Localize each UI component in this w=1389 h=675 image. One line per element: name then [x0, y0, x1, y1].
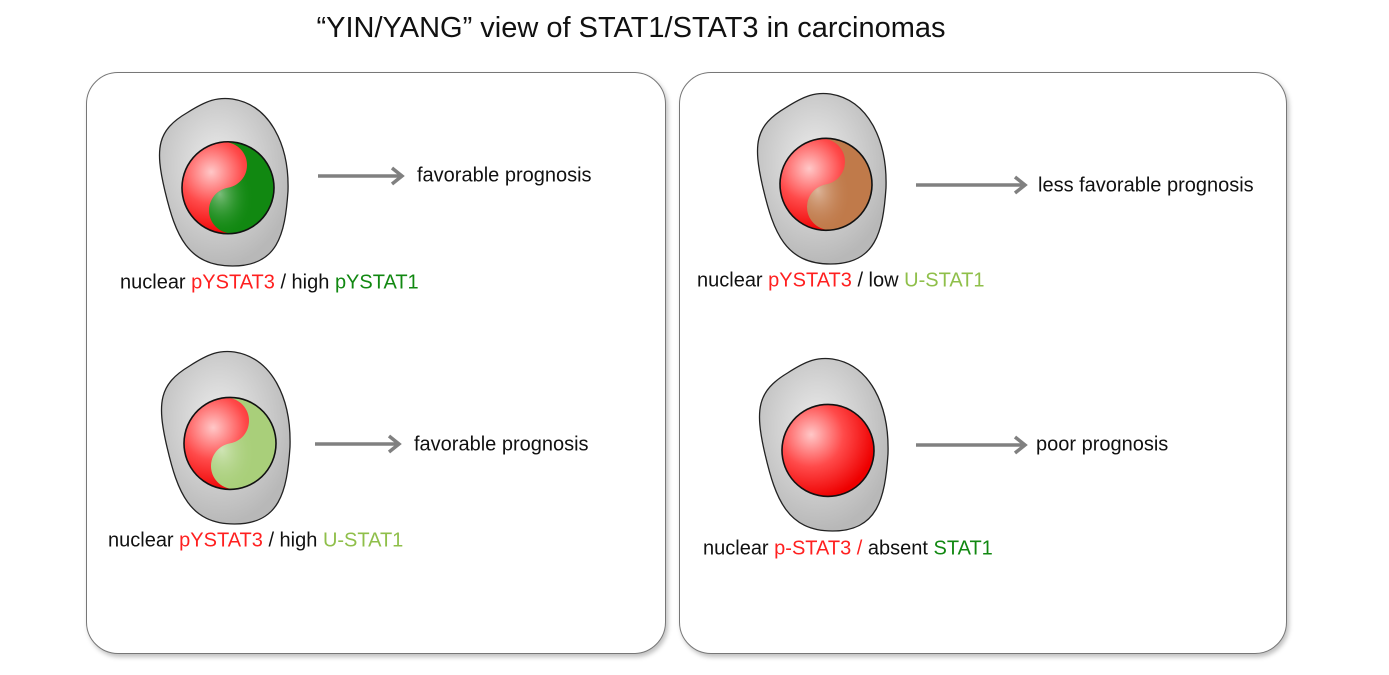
- arrow-head-icon: [390, 166, 405, 186]
- nucleus: [779, 137, 873, 232]
- label-1: nuclear pYSTAT3 / high pYSTAT1: [120, 271, 419, 294]
- arrow-2: [315, 434, 402, 454]
- nucleus: [781, 403, 875, 498]
- cell-diagram-2: [160, 350, 291, 525]
- arrow-head-icon: [387, 434, 402, 454]
- outcome-3: less favorable prognosis: [1038, 174, 1254, 197]
- label-4: nuclear p-STAT3 / absent STAT1: [703, 537, 993, 560]
- outcome-2: favorable prognosis: [414, 433, 589, 456]
- arrow-3: [916, 175, 1028, 195]
- arrow-4: [916, 435, 1028, 455]
- nucleus: [181, 140, 275, 235]
- arrow-head-icon: [1013, 175, 1028, 195]
- label-3: nuclear pYSTAT3 / low U-STAT1: [697, 269, 985, 292]
- outcome-1: favorable prognosis: [417, 164, 592, 187]
- arrow-head-icon: [1013, 435, 1028, 455]
- arrow-1: [318, 166, 405, 186]
- nucleus: [183, 396, 277, 491]
- figure-title: “YIN/YANG” view of STAT1/STAT3 in carcin…: [316, 12, 946, 44]
- cell-diagram-4: [758, 357, 889, 532]
- outcome-4: poor prognosis: [1036, 433, 1169, 456]
- cell-diagram-1: [158, 97, 289, 267]
- cell-diagram-3: [756, 92, 887, 265]
- label-2: nuclear pYSTAT3 / high U-STAT1: [108, 529, 404, 552]
